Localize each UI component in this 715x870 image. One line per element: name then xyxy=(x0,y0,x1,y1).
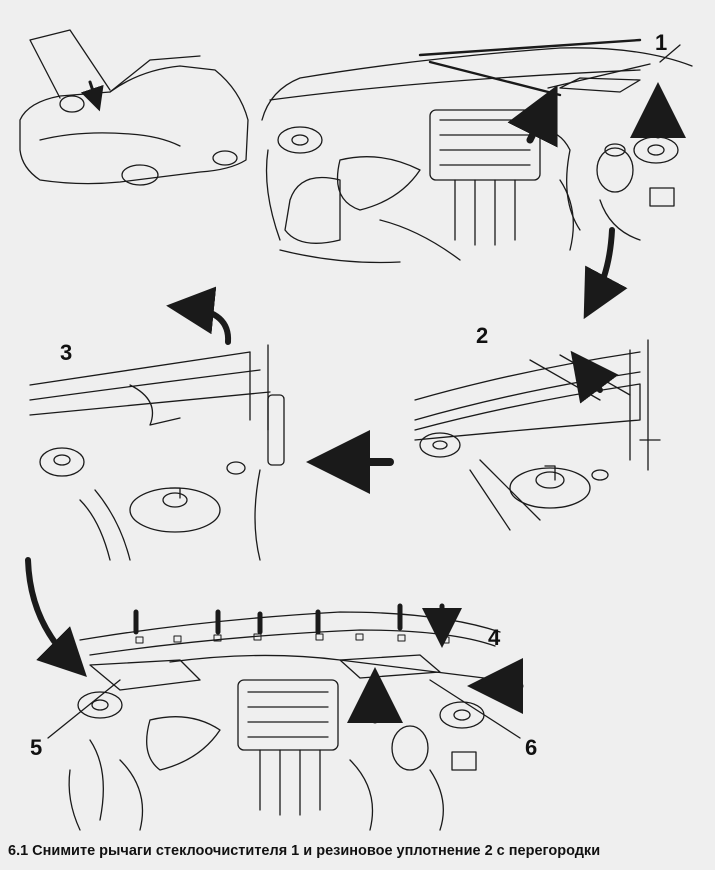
panel-3-cowl xyxy=(29,286,285,561)
callout-5: 5 xyxy=(30,735,43,760)
panel-1-engine-bay xyxy=(261,38,693,264)
arrow-1-to-2 xyxy=(583,227,628,320)
car-silhouette xyxy=(19,29,249,186)
illustration xyxy=(19,29,693,831)
callout-6: 6 xyxy=(525,735,538,760)
panel-4-engine-bay xyxy=(47,606,524,831)
callout-2: 2 xyxy=(476,323,489,348)
callout-4: 4 xyxy=(488,625,501,650)
arrow-3-to-4 xyxy=(25,557,87,677)
callout-1: 1 xyxy=(655,30,668,55)
panel-2-seal xyxy=(414,339,661,531)
callout-3: 3 xyxy=(60,340,73,365)
figure-caption: 6.1 Снимите рычаги стеклоочистителя 1 и … xyxy=(8,843,601,859)
